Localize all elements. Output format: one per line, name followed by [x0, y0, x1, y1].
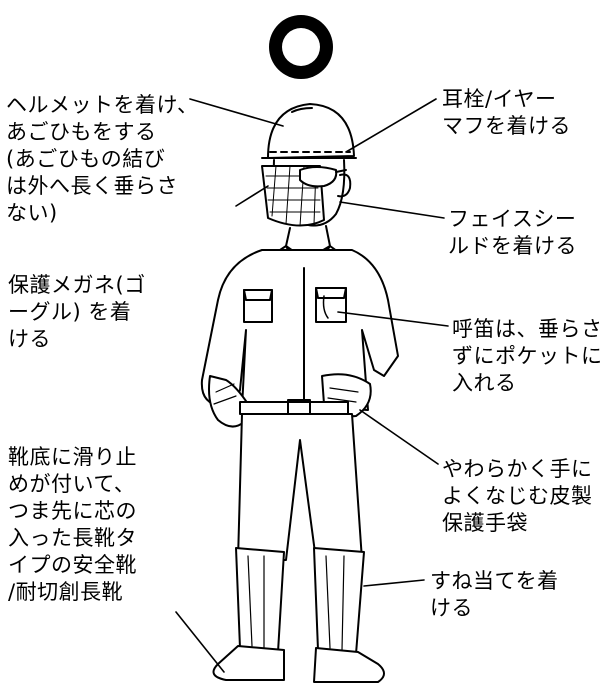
leader-lines — [175, 98, 449, 673]
leader-shinguard — [363, 579, 425, 587]
leader-helmet — [189, 98, 284, 127]
trousers — [237, 413, 363, 561]
goggles — [299, 166, 347, 188]
label-earplug: 耳栓/イヤー マフを着ける — [442, 87, 571, 138]
leader-earplug — [345, 98, 437, 153]
helmet — [261, 103, 357, 159]
label-helmet: ヘルメットを着け、 あごひもをする (あごひもの結び は外へ長く垂らさ ない) — [6, 93, 199, 225]
label-goggles: 保護メガネ(ゴ ーグル) を着 ける — [8, 273, 146, 351]
leader-faceshield — [339, 201, 445, 219]
leader-gloves — [359, 409, 439, 465]
label-boots: 靴底に滑り止 めが付いて、 つま先に芯の 入った長靴タ イプの安全靴 /耐切創長… — [8, 445, 137, 604]
leader-whistle — [337, 311, 449, 327]
label-shinguard: すね当てを着 ける — [430, 569, 559, 620]
label-gloves: やわらかく手に よくなじむ皮製 保護手袋 — [442, 457, 593, 535]
label-faceshield: フェイスシー ルドを着ける — [448, 207, 577, 258]
leader-boots — [175, 611, 225, 673]
leader-goggles — [235, 185, 269, 207]
gloves — [208, 373, 372, 428]
circle-mark-icon — [269, 15, 333, 79]
label-whistle: 呼笛は、垂らさ ずにポケットに 入れる — [452, 317, 603, 395]
shin-guards — [235, 547, 365, 655]
safety-boots — [212, 645, 385, 683]
